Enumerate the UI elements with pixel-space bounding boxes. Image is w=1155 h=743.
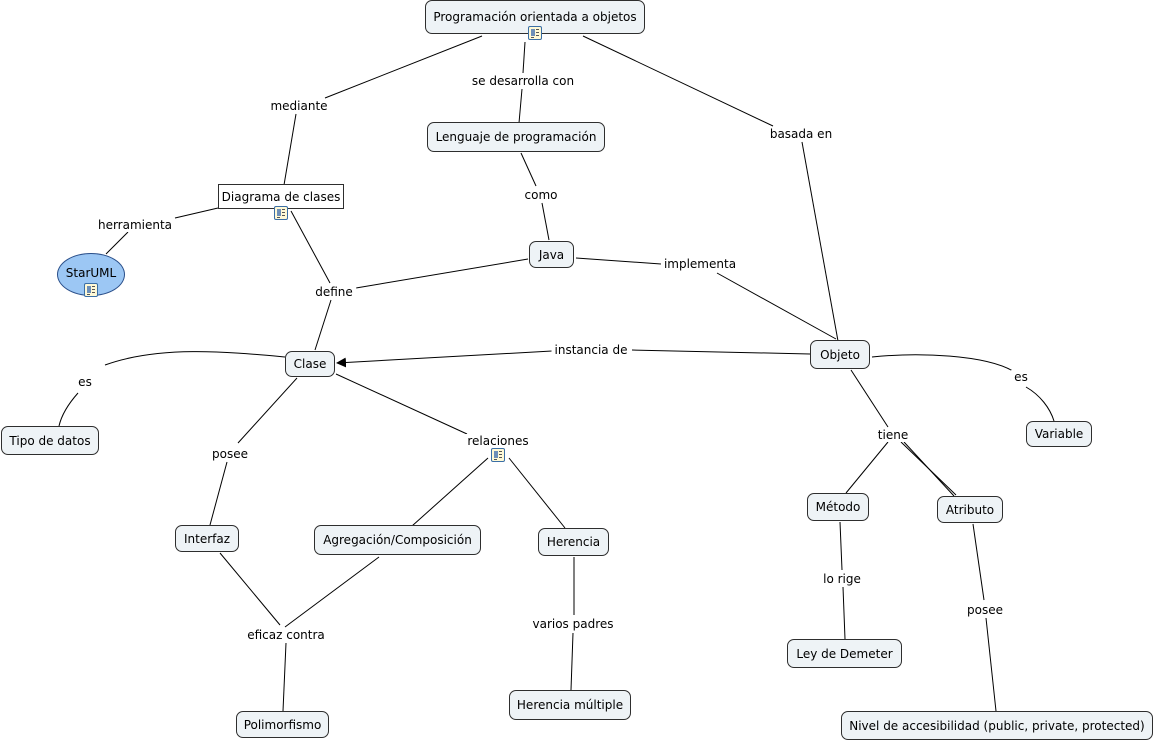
concept-java[interactable]: Java — [529, 241, 574, 268]
concept-clase[interactable]: Clase — [285, 351, 335, 377]
concept-lenguaje-label: Lenguaje de programación — [435, 130, 597, 144]
link-instancia-clase — [336, 350, 553, 368]
concept-herencia[interactable]: Herencia — [538, 528, 609, 556]
document-icon[interactable] — [274, 206, 288, 220]
concept-agregacion[interactable]: Agregación/Composición — [314, 525, 481, 555]
concept-demeter[interactable]: Ley de Demeter — [787, 639, 902, 668]
link-label-se-desarrolla: se desarrolla con — [468, 74, 578, 88]
link-label-es-objeto: es — [1011, 370, 1031, 384]
link-label-como: como — [521, 188, 561, 202]
link-label-herramienta: herramienta — [94, 218, 176, 232]
document-icon[interactable] — [491, 448, 505, 462]
concept-interfaz-label: Interfaz — [183, 531, 231, 546]
link-label-eficaz-contra: eficaz contra — [244, 628, 328, 642]
link-label-es-clase: es — [75, 375, 95, 389]
concept-nivel-accesibilidad[interactable]: Nivel de accesibilidad (public, private,… — [841, 711, 1153, 740]
link-label-define: define — [312, 285, 356, 299]
concept-tipo-datos[interactable]: Tipo de datos — [1, 426, 99, 455]
link-label-varios-padres: varios padres — [529, 617, 617, 631]
concept-diagrama[interactable]: Diagrama de clases — [218, 184, 344, 209]
link-posee-nivel — [985, 617, 997, 712]
concept-staruml-label: StarUML — [65, 266, 117, 280]
link-metodo-rige — [839, 521, 843, 571]
concept-nivel-accesibilidad-label: Nivel de accesibilidad (public, private,… — [849, 718, 1145, 733]
link-eficaz-polimorfismo — [282, 642, 287, 712]
link-label-lo-rige: lo rige — [820, 572, 864, 586]
link-como-java — [541, 202, 550, 241]
link-clase-relaciones — [335, 373, 468, 435]
link-clase-posee — [237, 377, 298, 444]
link-interfaz-eficaz — [219, 552, 281, 626]
link-label-instancia-de: instancia de — [551, 343, 631, 357]
link-label-basada-en: basada en — [766, 127, 836, 141]
link-objeto-instancia — [631, 349, 811, 355]
link-label-posee-interfaz: posee — [209, 447, 251, 461]
link-implementa-objeto — [716, 272, 837, 340]
concept-clase-label: Clase — [293, 357, 327, 371]
document-icon[interactable] — [528, 26, 542, 40]
link-lenguaje-como — [520, 152, 537, 187]
concept-herencia-label: Herencia — [546, 535, 601, 549]
link-rige-demeter — [842, 586, 846, 640]
concept-demeter-label: Ley de Demeter — [796, 646, 893, 661]
link-padres-multiple — [570, 632, 574, 691]
concept-diagrama-label: Diagrama de clases — [221, 189, 341, 204]
link-agregacion-eficaz — [284, 556, 380, 628]
concept-java-label: Java — [538, 247, 565, 262]
concept-poo-label: Programación orientada a objetos — [433, 10, 637, 24]
link-objeto-tiene — [850, 369, 889, 428]
concept-polimorfismo[interactable]: Polimorfismo — [236, 711, 329, 738]
link-herramienta-staruml — [105, 231, 129, 255]
link-java-implementa — [575, 257, 662, 265]
link-poo-basada — [582, 35, 774, 127]
link-diagrama-herramienta — [174, 207, 219, 219]
document-icon[interactable] — [84, 283, 98, 297]
link-desarrolla-lenguaje — [518, 88, 523, 124]
concept-objeto[interactable]: Objeto — [810, 340, 870, 369]
link-label-mediante: mediante — [267, 99, 331, 113]
link-mediante-diagrama — [283, 113, 297, 186]
link-objeto-es — [871, 354, 1014, 372]
link-tiene-atributo-2 — [903, 441, 955, 497]
concept-herencia-multiple-label: Herencia múltiple — [516, 698, 624, 712]
link-label-tiene: tiene — [874, 428, 912, 442]
link-relaciones-herencia — [508, 457, 566, 529]
concept-metodo[interactable]: Método — [807, 493, 869, 521]
concept-atributo[interactable]: Atributo — [937, 496, 1003, 523]
link-posee-interfaz — [209, 461, 228, 526]
link-tiene-metodo — [845, 441, 889, 494]
link-es-tipodatos — [58, 392, 79, 427]
link-poo-desarrolla — [522, 41, 526, 74]
link-label-implementa: implementa — [660, 257, 740, 271]
concept-interfaz[interactable]: Interfaz — [175, 525, 239, 552]
link-es-variable — [1025, 386, 1055, 422]
link-clase-es — [104, 351, 286, 366]
link-define-clase — [314, 299, 332, 351]
concept-polimorfismo-label: Polimorfismo — [243, 717, 322, 732]
link-label-relaciones: relaciones — [464, 434, 532, 448]
link-java-define — [355, 258, 529, 289]
concept-atributo-label: Atributo — [945, 502, 995, 517]
concept-objeto-label: Objeto — [820, 347, 860, 362]
concept-lenguaje[interactable]: Lenguaje de programación — [427, 122, 605, 152]
link-diagrama-define — [290, 210, 331, 284]
link-atributo-posee — [972, 523, 985, 601]
link-basada-objeto — [801, 141, 839, 342]
link-poo-mediante — [324, 35, 483, 99]
concept-agregacion-label: Agregación/Composición — [323, 533, 472, 547]
link-label-posee-atributo: posee — [964, 603, 1006, 617]
concept-herencia-multiple[interactable]: Herencia múltiple — [509, 690, 631, 720]
concept-metodo-label: Método — [815, 500, 861, 514]
concept-tipo-datos-label: Tipo de datos — [9, 433, 91, 448]
concept-variable-label: Variable — [1034, 427, 1084, 441]
concept-variable[interactable]: Variable — [1026, 421, 1092, 447]
link-relaciones-agregacion — [411, 457, 489, 527]
